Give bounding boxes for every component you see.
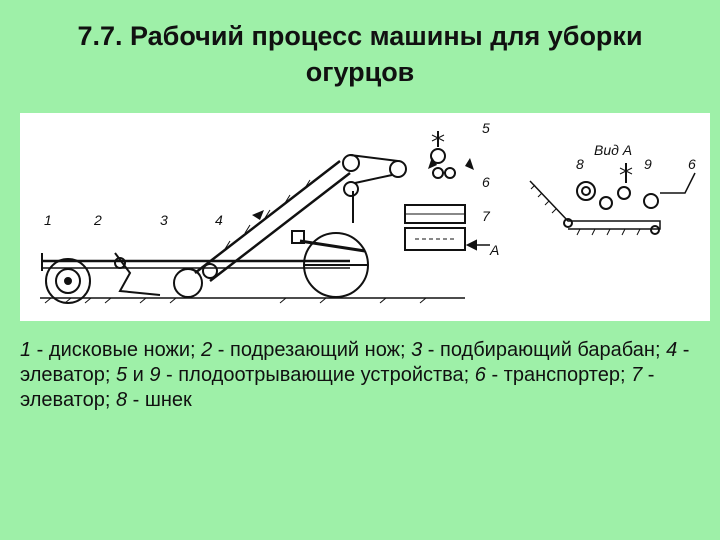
label-5: 5 xyxy=(482,120,490,136)
label-7: 7 xyxy=(482,208,491,224)
caption-num: 6 xyxy=(474,364,486,386)
diagram-svg: 1 2 3 4 5 6 7 A Вид А 8 9 6 xyxy=(40,120,696,304)
caption-num: 3 xyxy=(411,339,423,361)
caption-num: 2 xyxy=(201,339,213,361)
caption-text: - плодоотрывающие устройства; xyxy=(160,364,475,386)
label-8: 8 xyxy=(576,156,584,172)
disc-knife-wheel xyxy=(45,258,91,304)
caption-text: - шнек xyxy=(127,389,192,411)
caption-text: - подбирающий барабан; xyxy=(422,339,667,361)
label-1: 1 xyxy=(44,212,52,228)
caption-num: 9 xyxy=(149,364,161,386)
label-3: 3 xyxy=(160,212,168,228)
caption-text: - дисковые ножи; xyxy=(31,339,202,361)
label-6-left: 6 xyxy=(482,174,490,190)
title-line-2: огурцов xyxy=(305,57,415,87)
slide-title: 7.7. Рабочий процесс машины для уборки о… xyxy=(0,18,720,90)
label-9: 9 xyxy=(644,156,652,172)
view-a-label: Вид А xyxy=(594,142,632,158)
caption-text: - элеватор; xyxy=(20,339,690,386)
caption-text: - подрезающий нож; xyxy=(212,339,412,361)
caption-num: 4 xyxy=(666,339,678,361)
caption-num: 5 xyxy=(115,364,128,386)
auger-8 xyxy=(576,181,596,201)
machine-diagram: 1 2 3 4 5 6 7 A Вид А 8 9 6 xyxy=(20,113,710,321)
caption-text: и xyxy=(127,364,150,386)
label-2: 2 xyxy=(93,212,102,228)
label-a: A xyxy=(489,242,499,258)
caption-text: - элеватор; xyxy=(20,364,655,411)
elevator-4 xyxy=(194,160,341,274)
caption-num: 7 xyxy=(631,364,643,386)
caption-text: - транспортер; xyxy=(485,364,632,386)
title-line-1: 7.7. Рабочий процесс машины для уборки xyxy=(77,21,643,51)
caption-num: 8 xyxy=(115,389,128,411)
label-6-right: 6 xyxy=(688,156,696,172)
label-4: 4 xyxy=(215,212,223,228)
caption-num: 1 xyxy=(20,339,32,361)
figure-caption: 1 - дисковые ножи; 2 - подрезающий нож; … xyxy=(20,338,710,413)
